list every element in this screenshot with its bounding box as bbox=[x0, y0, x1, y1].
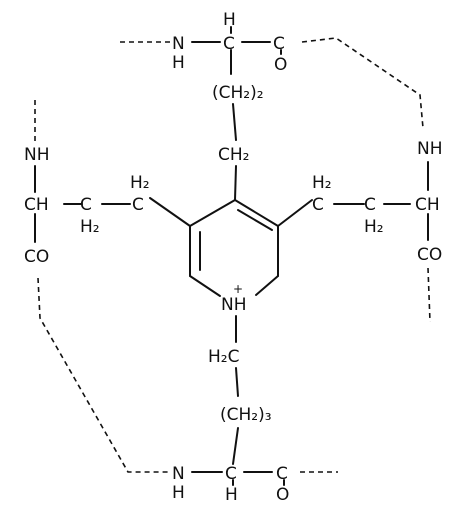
ring-c4-c3-double bbox=[237, 209, 273, 231]
label-ch-left: CH bbox=[24, 195, 49, 215]
ring-c2-n bbox=[255, 275, 279, 296]
label-nh-left: NH bbox=[24, 145, 50, 165]
label-c-bot: C bbox=[225, 464, 237, 484]
label-ch-right: CH bbox=[415, 195, 440, 215]
label-c-top-co: C bbox=[273, 34, 285, 54]
left-bottom-chain bbox=[37, 277, 170, 473]
label-c-top: C bbox=[223, 34, 235, 54]
label-h-top-n: H bbox=[172, 53, 185, 73]
ring-c4-c3 bbox=[234, 199, 279, 227]
bonds bbox=[34, 26, 429, 486]
bond-h2c-to-ch2x3 bbox=[235, 367, 239, 397]
label-co-left: CO bbox=[24, 247, 49, 267]
label-ch2-ring-top: CH₂ bbox=[218, 145, 249, 165]
right-bottom-chain bbox=[427, 267, 431, 323]
label-c-right-b: C bbox=[312, 195, 324, 215]
label-o-bot: O bbox=[276, 485, 289, 505]
bond-ring-right-ch2 bbox=[277, 199, 313, 227]
label-nh-ring: NH bbox=[221, 295, 247, 315]
label-o-top: O bbox=[274, 55, 287, 75]
label-c-left-b: C bbox=[132, 195, 144, 215]
label-c-bot-co: C bbox=[276, 464, 288, 484]
label-h2-left-low: H₂ bbox=[80, 217, 100, 237]
top-right-chain bbox=[301, 37, 424, 129]
label-h2c-low: H₂C bbox=[208, 347, 239, 367]
label-nh-right: NH bbox=[417, 139, 443, 159]
label-h-bot-c: H bbox=[225, 485, 238, 505]
label-h-top-c: H bbox=[223, 10, 236, 30]
label-h2-right-up: H₂ bbox=[312, 173, 332, 193]
bond-ring-left-ch2 bbox=[149, 197, 191, 227]
bond-ch2x3-to-c bbox=[232, 427, 239, 465]
atom-labels: N H H C C O (CH₂)₂ CH₂ NH CH C H₂ H₂ C C… bbox=[24, 10, 443, 505]
label-co-right: CO bbox=[417, 245, 442, 265]
bond-ch2-to-ring bbox=[234, 165, 237, 201]
label-plus: + bbox=[233, 282, 243, 296]
ring-c5-c4 bbox=[189, 199, 236, 227]
label-n-top: N bbox=[172, 34, 185, 54]
label-c-right-sp: C bbox=[364, 195, 376, 215]
label-c-left-sp: C bbox=[80, 195, 92, 215]
label-ch2-3: (CH₂)₃ bbox=[220, 405, 272, 425]
label-n-bot: N bbox=[172, 464, 185, 484]
ring-n-c6 bbox=[189, 275, 221, 297]
label-h2-left-up: H₂ bbox=[130, 173, 150, 193]
bond-ch2x2-to-ch2 bbox=[232, 103, 237, 141]
label-ch2-2: (CH₂)₂ bbox=[212, 83, 264, 103]
label-h2-right-low: H₂ bbox=[364, 217, 384, 237]
peptide-chain-dashes bbox=[34, 37, 431, 473]
label-h-bot-n: H bbox=[172, 483, 185, 503]
